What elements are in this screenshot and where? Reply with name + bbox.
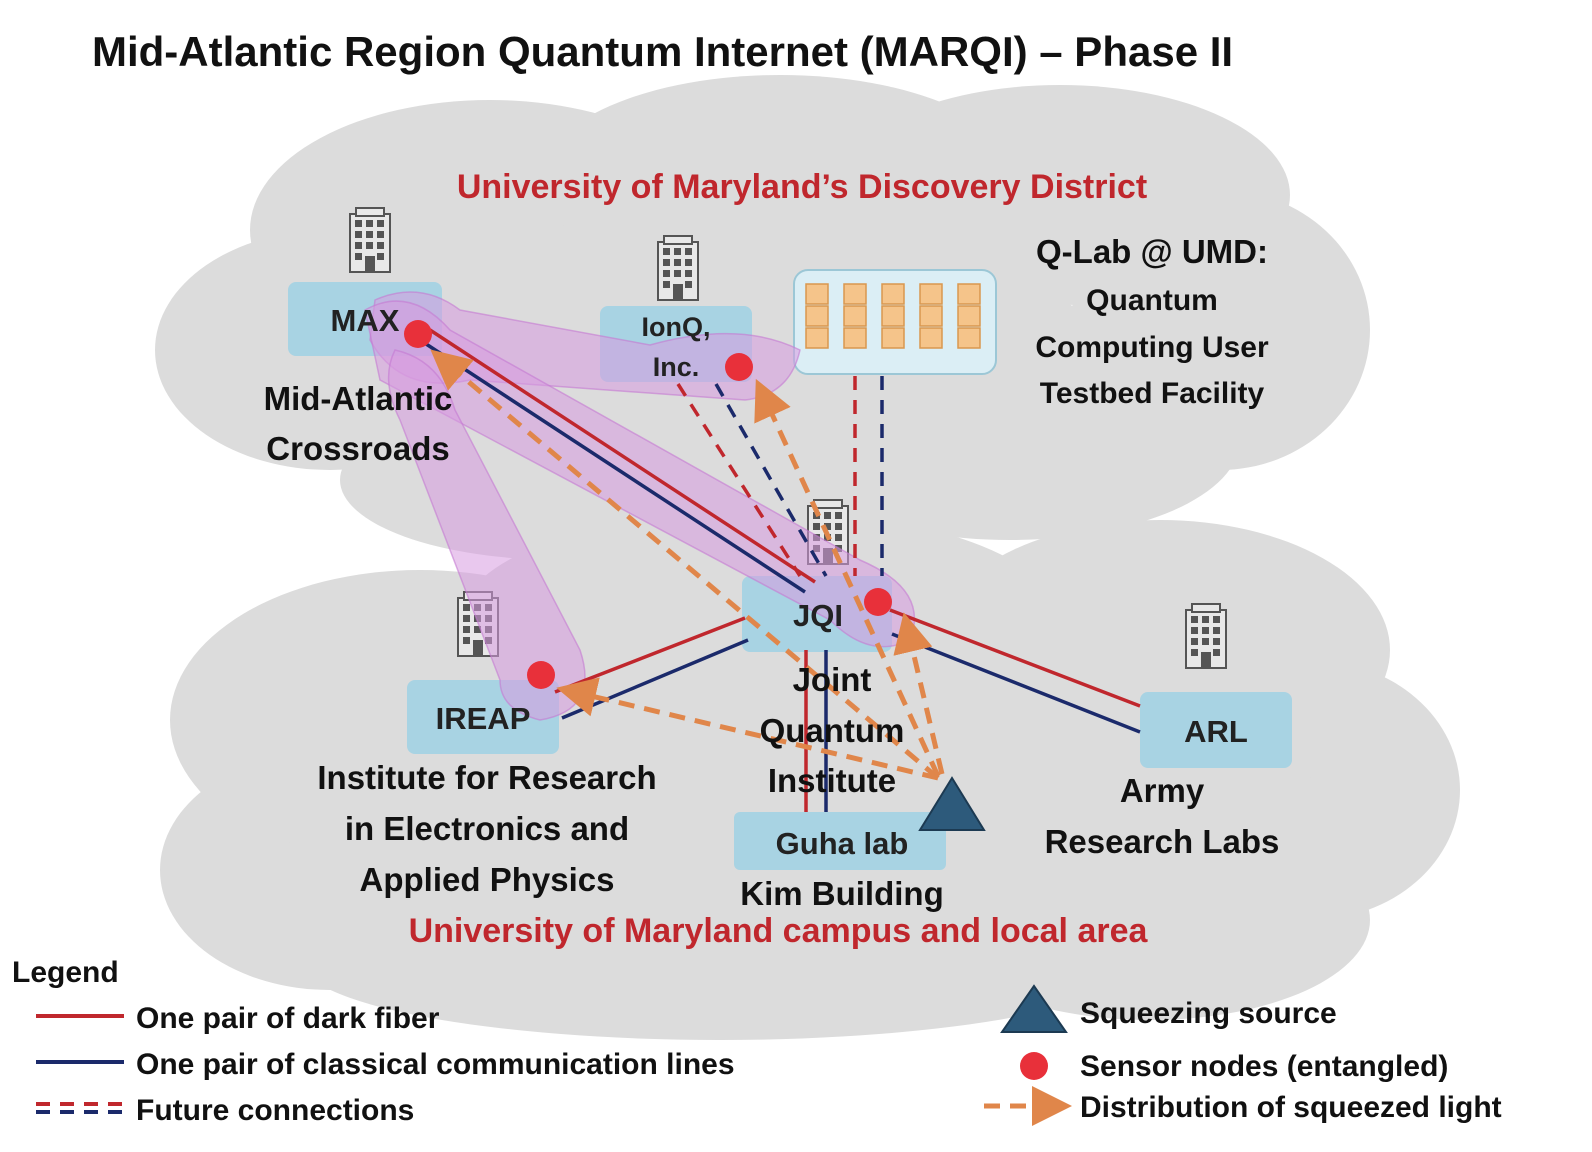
legend-title: Legend [12, 956, 119, 989]
building-icon-ionq [657, 235, 699, 301]
node-label-ireap: IREAP [436, 701, 531, 736]
entanglement-halo [364, 291, 916, 721]
future-connections [676, 376, 884, 577]
node-label-jqi: JQI [793, 598, 843, 633]
dark-fiber-line [429, 328, 816, 584]
region-label-discovery-district: University of Maryland’s Discovery Distr… [457, 168, 1147, 206]
future-connection-line [714, 383, 828, 577]
node-label-ionq-line2: Inc. [653, 352, 700, 382]
qubit-icon [843, 283, 867, 349]
ireap-desc-line1: Institute for Research [317, 759, 656, 796]
classical-line [891, 632, 1141, 734]
node-label-max: MAX [331, 303, 400, 338]
classical-line [419, 338, 806, 594]
legend-squeezing-icon [1000, 984, 1068, 1033]
qlab-desc-line1: Quantum [1086, 284, 1218, 317]
qlab-desc-line3: Testbed Facility [1040, 377, 1265, 410]
squeezed-light-arrow [556, 677, 939, 781]
sensor-node-ireap [527, 661, 555, 689]
qlab-facility-box [793, 269, 997, 375]
ireap-desc-line2: in Electronics and [345, 810, 629, 847]
legend-label-squeezing: Squeezing source [1080, 997, 1337, 1030]
connections [419, 328, 1141, 812]
legend-sensor-icon [1020, 1052, 1048, 1080]
building-icon-max [349, 207, 391, 273]
node-box-arl [1140, 692, 1292, 768]
arl-desc-line1: Army [1120, 772, 1205, 809]
legend-label-distribution: Distribution of squeezed light [1080, 1091, 1502, 1124]
legend-label-future: Future connections [136, 1094, 414, 1127]
squeezing-source-icon [918, 776, 986, 831]
legend-label-classical: One pair of classical communication line… [136, 1048, 735, 1081]
node-label-guha-lab: Guha lab [776, 826, 909, 861]
sensor-node-jqi [864, 588, 892, 616]
region-label-campus: University of Maryland campus and local … [409, 912, 1149, 950]
qubit-icon [881, 283, 905, 349]
node-label-arl: ARL [1184, 714, 1248, 749]
squeezed-light-arrow [893, 612, 945, 775]
building-icon-arl [1185, 603, 1227, 669]
legend-label-dark-fiber: One pair of dark fiber [136, 1002, 440, 1035]
node-box-guha-lab [734, 812, 946, 870]
squeezed-light-arrows [430, 349, 945, 781]
qubit-icon [919, 283, 943, 349]
arl-desc-line2: Research Labs [1045, 823, 1280, 860]
legend: Legend One pair of dark fiber One pair o… [12, 956, 1502, 1127]
ireap-desc-line3: Applied Physics [360, 861, 615, 898]
jqi-desc-line3: Institute [768, 762, 896, 799]
qlab-title: Q-Lab @ UMD: [1036, 233, 1268, 270]
jqi-desc-line2: Quantum [760, 712, 905, 749]
squeezed-light-arrow [430, 349, 940, 780]
sensor-nodes [404, 320, 892, 689]
node-label-ionq-line1: IonQ, [642, 312, 711, 342]
qlab-desc-line2: Computing User [1035, 331, 1269, 364]
qubit-icon [957, 283, 981, 349]
jqi-desc-line1: Joint [793, 661, 872, 698]
sensor-node-max [404, 320, 432, 348]
diagram-title: Mid-Atlantic Region Quantum Internet (MA… [92, 28, 1233, 75]
guha-lab-building: Kim Building [740, 875, 943, 912]
squeezed-light-arrow [754, 378, 941, 778]
sensor-node-ionq [725, 353, 753, 381]
legend-label-sensors: Sensor nodes (entangled) [1080, 1050, 1448, 1083]
max-desc-line1: Mid-Atlantic [264, 380, 453, 417]
qubit-icon [805, 283, 829, 349]
max-desc-line2: Crossroads [266, 430, 449, 467]
future-connection-line [676, 383, 802, 577]
